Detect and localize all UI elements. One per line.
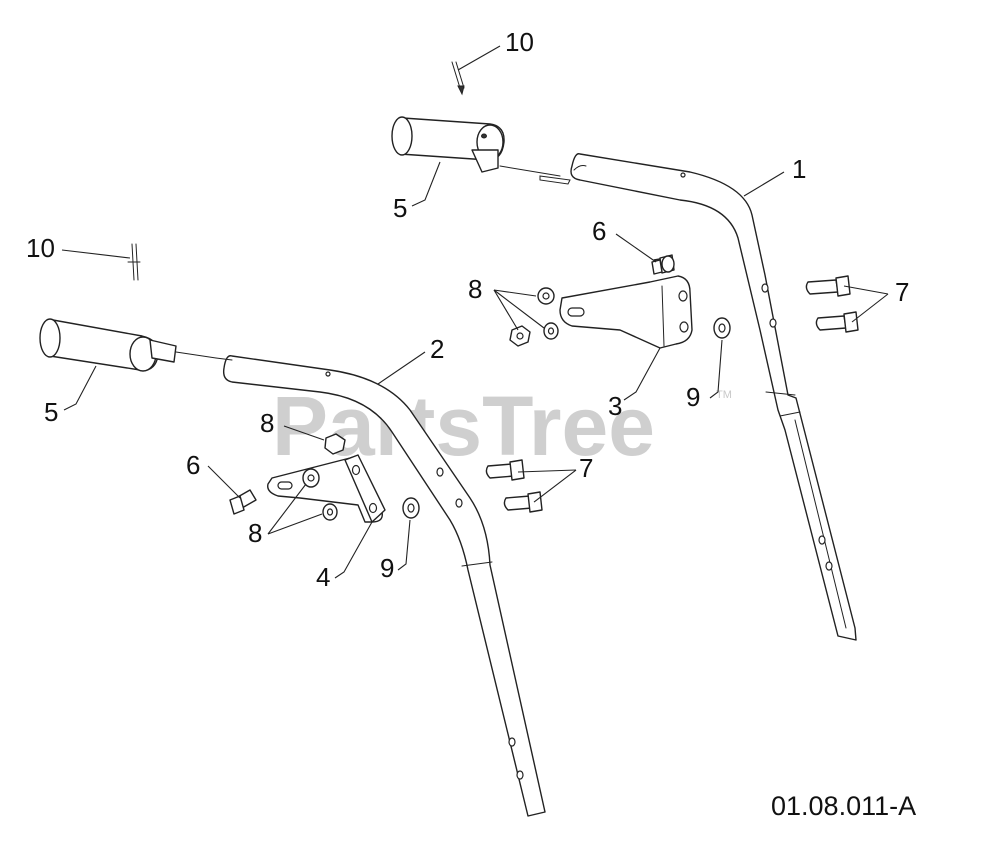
- part-1-upper-handle-right[interactable]: [570, 153, 857, 641]
- callout-1: 1: [792, 154, 806, 184]
- callout-9-right: 9: [686, 382, 700, 412]
- part-9-washer-left[interactable]: [402, 497, 420, 519]
- part-5-grip-left[interactable]: [39, 318, 233, 372]
- watermark-trademark: TM: [716, 389, 732, 401]
- part-9-washer-right[interactable]: [713, 317, 731, 339]
- drawing-reference-code: 01.08.011-A: [771, 791, 916, 821]
- part-3-bracket-right[interactable]: [559, 275, 693, 349]
- part-10-pin-top[interactable]: [451, 61, 465, 96]
- callout-8-left-upper: 8: [260, 408, 274, 438]
- part-8-nuts-right[interactable]: [509, 287, 559, 347]
- callout-7-left: 7: [579, 453, 593, 483]
- callout-8-left-lower: 8: [248, 518, 262, 548]
- callout-6-right: 6: [592, 216, 606, 246]
- callout-labels: 1 2 3 4 5 5 6 6 7 7 8 8 8 9 9 10 10: [26, 27, 909, 592]
- callout-5-left: 5: [44, 397, 58, 427]
- callout-9-left: 9: [380, 553, 394, 583]
- part-7-bolts-left[interactable]: [485, 459, 543, 513]
- callout-5-top: 5: [393, 193, 407, 223]
- callout-10-top: 10: [505, 27, 534, 57]
- callout-6-left: 6: [186, 450, 200, 480]
- leader-lines: [61, 45, 889, 579]
- part-2-upper-handle-left[interactable]: [222, 355, 546, 817]
- callout-2: 2: [430, 334, 444, 364]
- part-8-nuts-left[interactable]: [302, 433, 346, 521]
- part-6-bolt-left[interactable]: [229, 489, 257, 515]
- callout-4: 4: [316, 562, 330, 592]
- part-4-bracket-left[interactable]: [267, 454, 386, 523]
- callout-3: 3: [608, 391, 622, 421]
- callout-7-right: 7: [895, 277, 909, 307]
- part-10-pin-left[interactable]: [127, 243, 141, 281]
- callout-8-right: 8: [468, 274, 482, 304]
- part-6-bolt-right[interactable]: [651, 254, 675, 275]
- part-5-grip-top[interactable]: [391, 116, 571, 185]
- part-7-bolts-right[interactable]: [805, 275, 859, 333]
- callout-10-left: 10: [26, 233, 55, 263]
